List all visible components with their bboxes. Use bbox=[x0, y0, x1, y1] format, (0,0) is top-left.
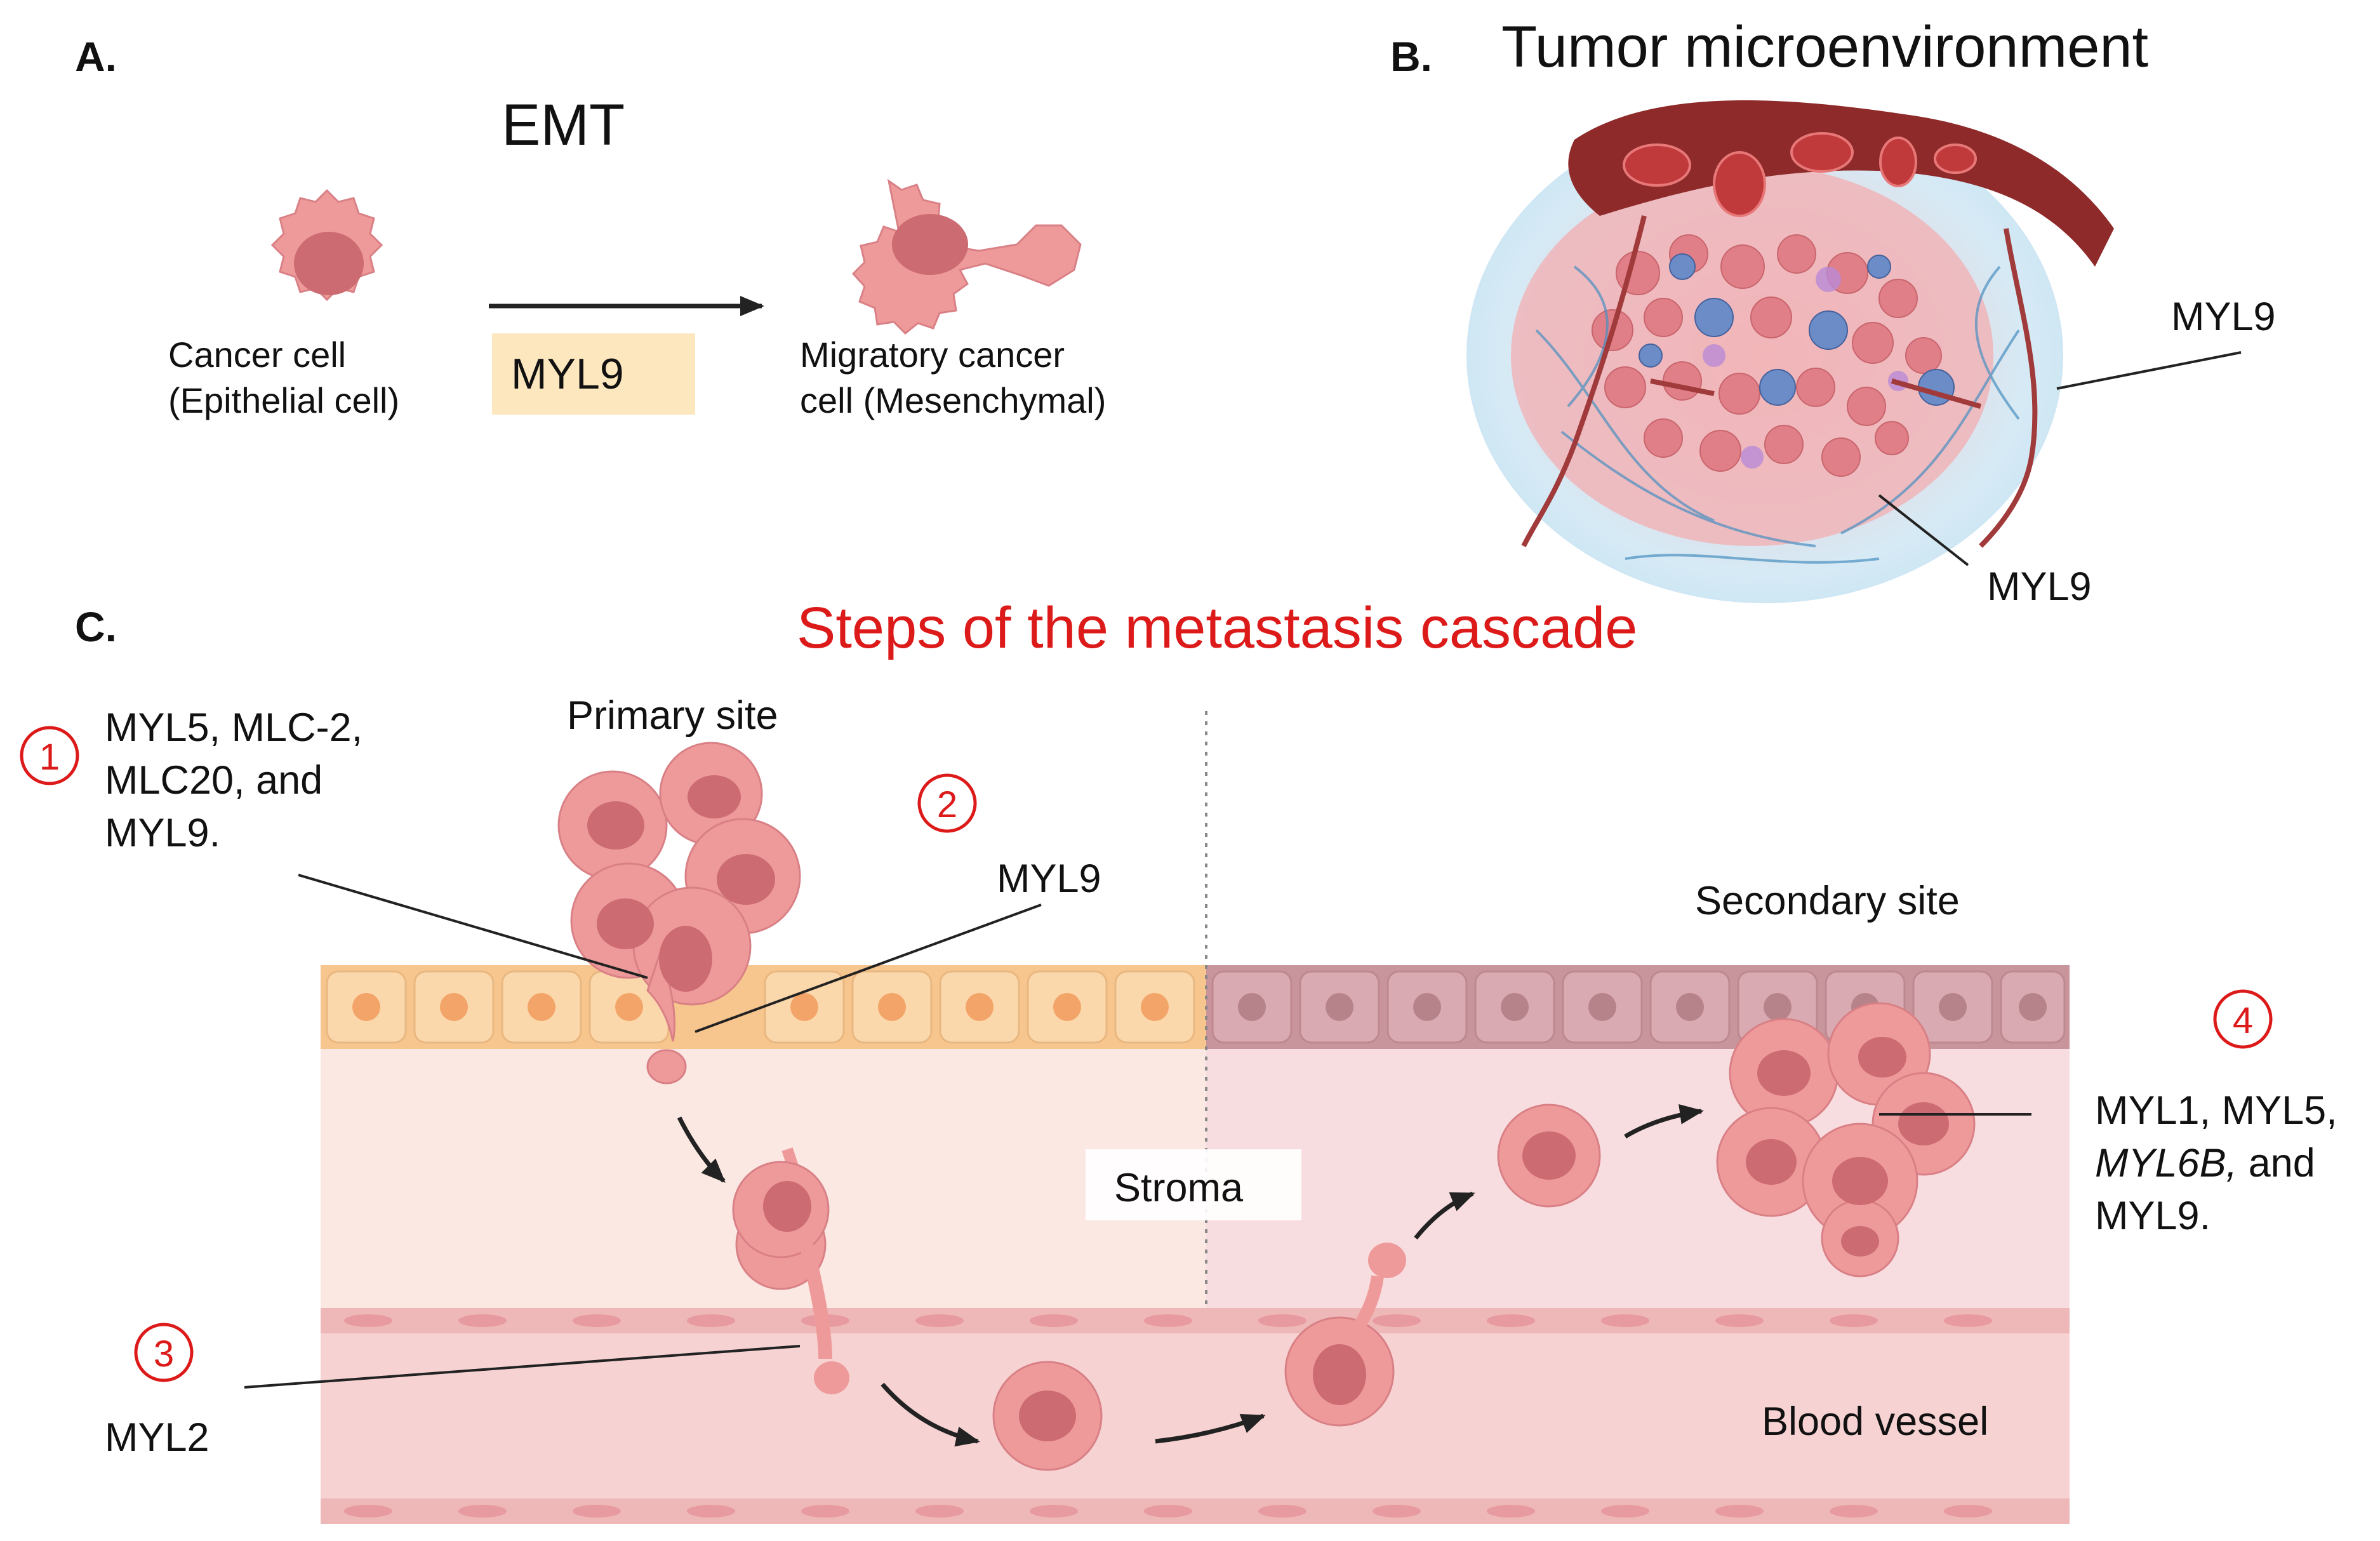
panel-c: C. Steps of the metastasis cascade bbox=[20, 596, 2337, 1524]
panel-a-letter: A. bbox=[75, 33, 117, 80]
panel-b-leader-bottom bbox=[1878, 494, 1969, 566]
step-2-line1: MYL9 bbox=[997, 857, 1101, 901]
step-4: 4 MYL1, MYL5, MYL6B, and MYL9. bbox=[1879, 989, 2337, 1238]
step-4-line1: MYL1, MYL5, bbox=[2095, 1088, 2337, 1133]
secondary-tumor-icon bbox=[1716, 1002, 1976, 1277]
step-4-line3: MYL9. bbox=[2095, 1194, 2210, 1238]
step-4-number: 4 bbox=[2233, 1000, 2253, 1041]
migratory-cancer-cell-icon bbox=[851, 178, 1082, 335]
emt-arrow-label: MYL9 bbox=[511, 350, 624, 398]
secondary-site-label: Secondary site bbox=[1695, 879, 1960, 923]
step-3-line1: MYL2 bbox=[105, 1415, 209, 1460]
blood-vessel bbox=[321, 1308, 2070, 1524]
stroma-label-bg bbox=[1086, 1149, 1301, 1220]
panel-c-title: Steps of the metastasis cascade bbox=[797, 596, 1637, 660]
step-1-badge bbox=[20, 726, 79, 785]
panel-b-letter: B. bbox=[1390, 33, 1432, 80]
step-3: 3 MYL2 bbox=[105, 1323, 801, 1460]
panel-b-title: Tumor microenvironment bbox=[1501, 15, 2148, 79]
step-3-number: 3 bbox=[154, 1333, 174, 1375]
panel-b-myl9-right: MYL9 bbox=[2171, 295, 2276, 339]
secondary-epithelium bbox=[1206, 965, 2070, 1049]
panel-b-leader-right bbox=[2056, 351, 2242, 390]
epithelial-cancer-cell-icon bbox=[270, 189, 383, 302]
step-4-line2: MYL6B, and bbox=[2095, 1141, 2315, 1185]
step-1-line2: MLC20, and bbox=[105, 758, 322, 803]
step-4-badge bbox=[2213, 989, 2273, 1049]
step-2-number: 2 bbox=[937, 784, 957, 825]
step-4-italic-gene: MYL6B, bbox=[2095, 1141, 2237, 1185]
primary-tumor-icon bbox=[557, 742, 801, 1084]
stroma-label: Stroma bbox=[1114, 1166, 1244, 1210]
tumor-microenvironment-illustration bbox=[1466, 100, 2114, 603]
step-1-line1: MYL5, MLC-2, bbox=[105, 705, 362, 750]
colonizing-cell-icon bbox=[1497, 1104, 1601, 1208]
panel-c-letter: C. bbox=[75, 603, 117, 650]
step-3-badge bbox=[134, 1323, 194, 1382]
myl9-highlight-box bbox=[492, 333, 695, 415]
step-3-leader bbox=[244, 1345, 801, 1389]
step-1: 1 MYL5, MLC-2, MLC20, and MYL9. bbox=[20, 705, 648, 979]
panel-a: A. EMT Cancer cell (Epithelial cell) MYL… bbox=[75, 33, 1106, 420]
step-2-badge bbox=[917, 773, 977, 833]
migratory-cell-label-line1: Migratory cancer bbox=[800, 335, 1065, 375]
cancer-cell-label-line1: Cancer cell bbox=[168, 335, 346, 375]
step-1-number: 1 bbox=[39, 737, 60, 778]
panel-b-myl9-bottom: MYL9 bbox=[1987, 564, 2092, 609]
step-2: 2 MYL9 bbox=[695, 773, 1101, 1033]
circulating-cell-icon bbox=[992, 1361, 1103, 1471]
step-1-leader bbox=[298, 874, 648, 979]
cancer-cell-label-line2: (Epithelial cell) bbox=[168, 380, 399, 420]
cascade-arrows bbox=[677, 1104, 1704, 1447]
primary-site-label: Primary site bbox=[567, 693, 778, 738]
invading-cell-icon bbox=[732, 1147, 849, 1394]
step-2-leader bbox=[695, 904, 1042, 1033]
panel-a-title: EMT bbox=[502, 93, 625, 157]
blood-vessel-label: Blood vessel bbox=[1762, 1399, 1988, 1444]
migratory-cell-label-line2: cell (Mesenchymal) bbox=[800, 380, 1106, 420]
panel-b: B. Tumor microenvironment bbox=[1390, 15, 2276, 609]
extravasating-cell-icon bbox=[1284, 1243, 1406, 1427]
step-4-line2-suffix: and bbox=[2237, 1141, 2315, 1185]
step-1-line3: MYL9. bbox=[105, 811, 220, 855]
